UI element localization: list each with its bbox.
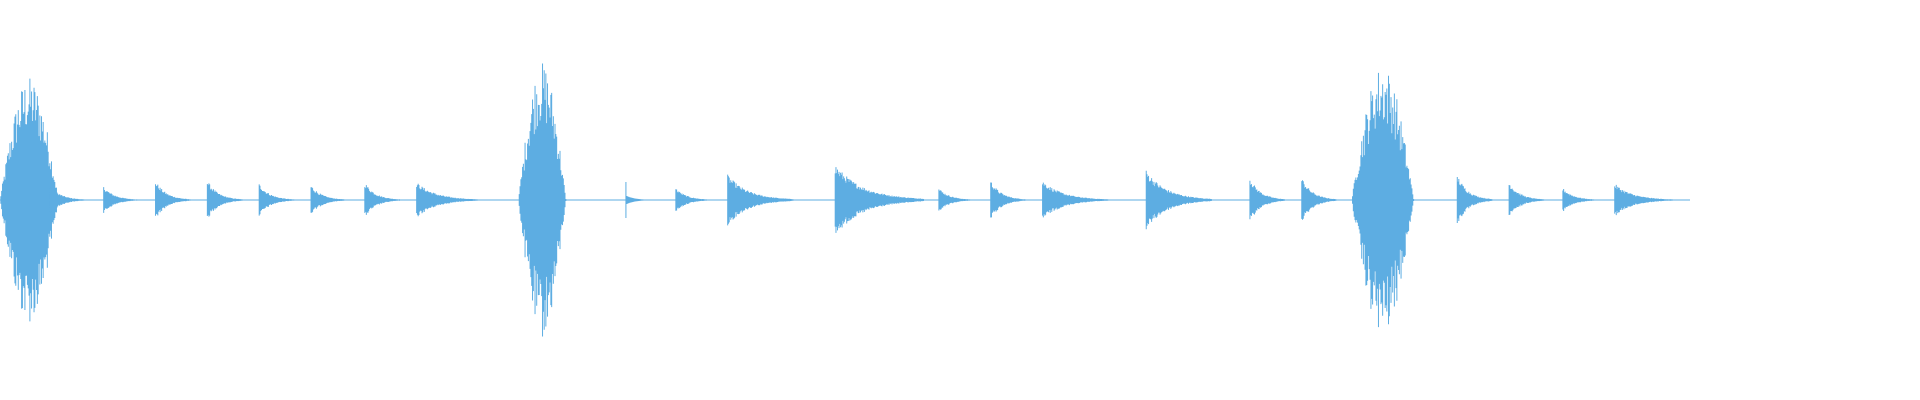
waveform-segment [518,63,567,337]
waveform-hit [1614,184,1673,216]
waveform-hit [206,183,243,217]
waveform-segment [155,184,191,216]
waveform-hit [1042,182,1109,218]
waveform-segment [1301,180,1337,220]
waveform-segment [1042,182,1109,218]
waveform-segment [258,184,295,216]
waveform-segment [625,182,677,218]
waveform-segment [310,187,347,213]
waveform-segment [103,187,139,213]
waveform-hit [675,189,711,211]
waveform-segment [1456,177,1493,223]
waveform-hit [1249,180,1285,220]
waveform-hit [364,185,400,215]
waveform-hit [310,187,347,213]
waveform-burst [518,63,567,337]
waveform-segment [49,187,85,213]
waveform-segment [1562,189,1598,211]
waveform-click [625,182,677,218]
waveform-hit [155,184,191,216]
waveform-segment [675,189,711,211]
waveform-segment [1145,170,1213,230]
waveform-hit [834,167,925,233]
waveform-segment [364,185,400,215]
waveform-hit [258,184,295,216]
waveform-segment [1352,72,1415,328]
waveform-hit [1301,180,1337,220]
waveform-hit [938,189,974,211]
waveform-hit [49,187,85,213]
waveform-segment [834,167,925,233]
waveform-hit [103,187,139,213]
waveform-segment [1614,184,1673,216]
waveform-segment [727,174,794,226]
waveform-segment [990,182,1026,218]
waveform-hit [1456,177,1493,223]
waveform-hit [727,174,794,226]
waveform-segment [416,183,479,217]
waveform-segment [1508,185,1545,215]
waveform-segment [938,189,974,211]
waveform-segment [1249,180,1285,220]
waveform-hit [1562,189,1598,211]
waveform-hit [1508,185,1545,215]
waveform-segment [206,183,243,217]
waveform-hit [990,182,1026,218]
waveform-hit [1145,170,1213,230]
waveform-burst [1352,72,1415,328]
waveform-hit [416,183,479,217]
